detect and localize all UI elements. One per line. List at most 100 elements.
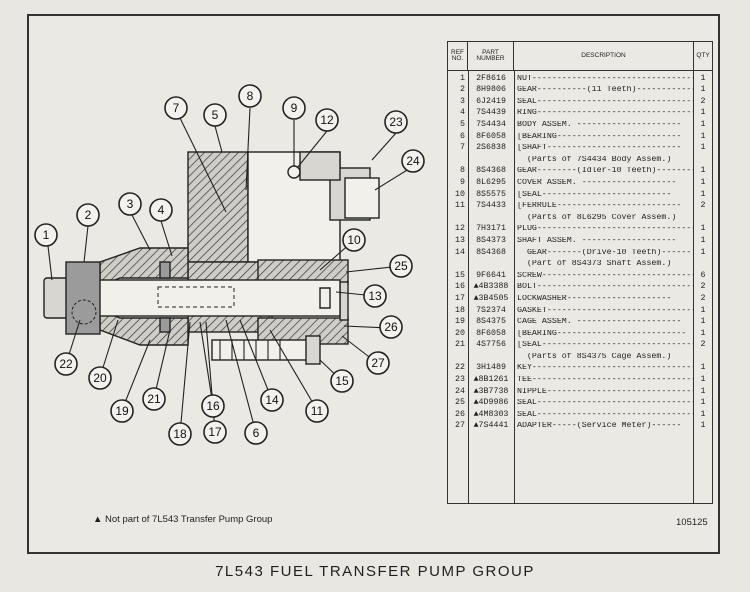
cell-part: 7S4434 <box>476 120 506 130</box>
callout-9: 9 <box>282 96 306 120</box>
footnote: ▲ Not part of 7L543 Transfer Pump Group <box>93 514 273 525</box>
cell-desc: SCREW--------------------------------- <box>517 271 694 280</box>
cell-desc: [SEAL-------------------------- <box>517 190 672 199</box>
cell-qty: 2 <box>700 340 706 350</box>
cell-desc: GEAR----------(11 Teeth)------------ <box>517 86 694 95</box>
cell-part: 6J2419 <box>476 96 506 106</box>
svg-text:24: 24 <box>406 154 420 168</box>
cell-desc: ADAPTER-----(Service Meter)------ <box>517 422 682 431</box>
callout-24: 24 <box>401 149 425 173</box>
cell-part: 2F8616 <box>476 73 506 83</box>
cell-qty: 1 <box>700 421 706 431</box>
cell-desc: COVER ASSEM. ------------------- <box>517 178 677 187</box>
callout-15: 15 <box>330 369 354 393</box>
cell-part: 7S2374 <box>476 305 506 315</box>
svg-text:11: 11 <box>311 404 324 418</box>
cell-ref: 26 <box>455 409 465 419</box>
callout-23: 23 <box>384 110 408 134</box>
cell-ref: 21 <box>455 340 465 350</box>
svg-text:8: 8 <box>247 89 254 103</box>
cell-desc: SEAL---------------------------------- <box>517 410 694 419</box>
cell-qty: 1 <box>700 189 706 199</box>
cell-qty: 1 <box>700 108 706 118</box>
cell-ref: 9 <box>460 177 465 187</box>
header-ref: REF NO. <box>448 42 468 70</box>
cell-part: 8F6058 <box>476 131 506 141</box>
cell-ref: 3 <box>460 96 465 106</box>
cell-qty: 1 <box>700 131 706 141</box>
svg-text:18: 18 <box>173 427 187 441</box>
callout-2: 2 <box>76 203 100 227</box>
cell-part: 9F6641 <box>476 270 506 280</box>
cell-desc: NIPPLE------------------------------- <box>517 387 694 396</box>
cell-part: 8L6295 <box>476 177 506 187</box>
cell-part: ▲4D9986 <box>473 398 509 408</box>
cell-desc: SEAL---------------------------------- <box>517 97 694 106</box>
cell-qty: 6 <box>700 270 706 280</box>
cell-qty: 1 <box>700 328 706 338</box>
callout-26: 26 <box>379 315 403 339</box>
cell-desc: [SHAFT--------------------------- <box>517 144 682 153</box>
svg-text:14: 14 <box>265 393 279 407</box>
cell-desc: LOCKWASHER--------------------- <box>517 294 672 303</box>
cell-ref: 27 <box>455 421 465 431</box>
cell-desc: KEY------------------------------------ <box>517 364 694 373</box>
svg-text:6: 6 <box>253 426 260 440</box>
svg-text:5: 5 <box>212 108 219 122</box>
cell-part: 7S4439 <box>476 108 506 118</box>
svg-text:17: 17 <box>208 425 222 439</box>
cell-ref: 5 <box>460 120 465 130</box>
cell-desc: CAGE ASSEM. --------------------- <box>517 318 682 327</box>
cell-ref: 11 <box>455 201 465 211</box>
cell-qty: 1 <box>700 317 706 327</box>
svg-text:27: 27 <box>371 356 385 370</box>
cell-part: 4S7756 <box>476 340 506 350</box>
callout-27: 27 <box>366 351 390 375</box>
cell-part: 8S4368 <box>476 247 506 257</box>
svg-text:19: 19 <box>115 404 129 418</box>
cell-desc: GEAR-------(Drive-10 Teeth)------ <box>517 248 692 257</box>
cell-desc: (Parts of 7S4434 Body Assem.) <box>517 155 672 164</box>
cell-desc: [BEARING-------------------------- <box>517 329 687 338</box>
table-row: (Parts of 8S4375 Cage Assem.) <box>448 351 712 363</box>
cell-ref: 25 <box>455 398 465 408</box>
cell-qty: 1 <box>700 85 706 95</box>
callout-7: 7 <box>164 96 188 120</box>
cell-ref: 4 <box>460 108 465 118</box>
figure-number: 105125 <box>676 517 708 528</box>
drive-shaft <box>69 279 341 317</box>
cell-qty: 1 <box>700 177 706 187</box>
callout-11: 11 <box>305 399 329 423</box>
callout-5: 5 <box>203 103 227 127</box>
cell-ref: 8 <box>460 166 465 176</box>
svg-text:3: 3 <box>127 197 134 211</box>
cell-part: 2S6838 <box>476 143 506 153</box>
cell-desc: (Part of 8S4373 Shaft Assem.) <box>517 260 672 269</box>
cell-ref: 23 <box>455 375 465 385</box>
callout-19: 19 <box>110 399 134 423</box>
callout-3: 3 <box>118 192 142 216</box>
table-row: (Parts of 7S4434 Body Assem.) <box>448 154 712 166</box>
callout-17: 17 <box>203 420 227 444</box>
callout-25: 25 <box>389 254 413 278</box>
cell-part: 8S4375 <box>476 317 506 327</box>
cell-ref: 22 <box>455 363 465 373</box>
